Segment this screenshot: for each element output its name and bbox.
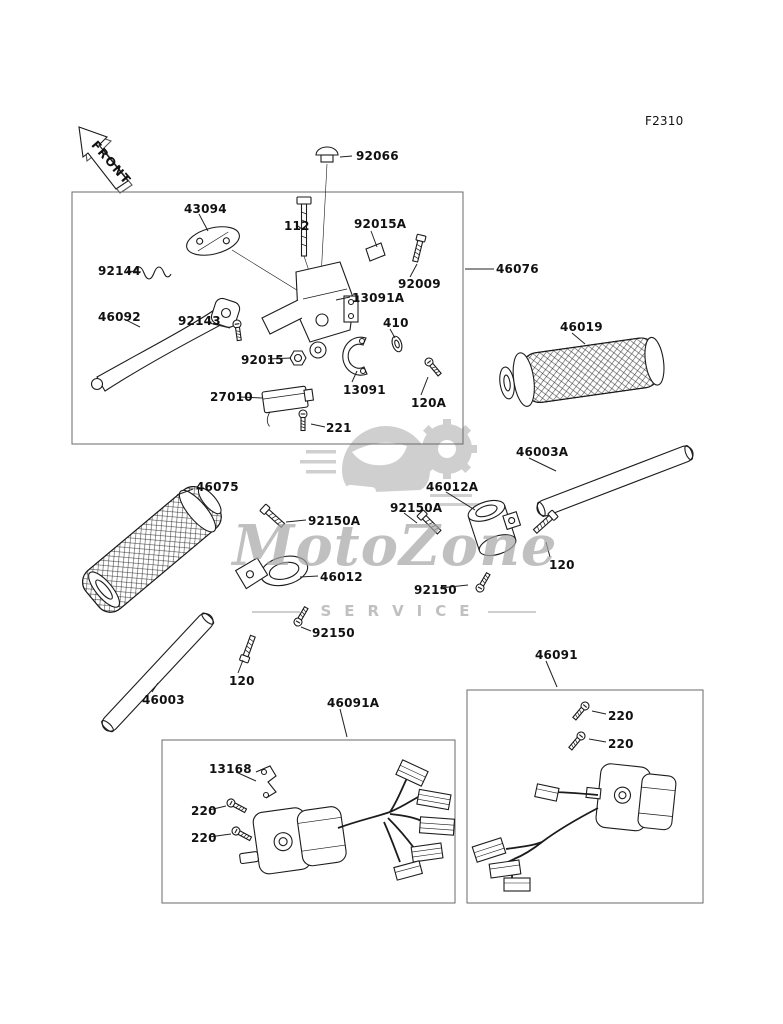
group-box-46076 <box>71 191 464 445</box>
part-label-13168: 13168 <box>209 762 252 776</box>
cap-92066-drawing <box>315 146 339 279</box>
bracket-13168-drawing <box>255 765 277 799</box>
part-label-92066: 92066 <box>356 149 399 163</box>
part-label-220-right2: 220 <box>608 737 634 751</box>
screw-221-drawing <box>298 409 308 432</box>
damper-92015a-drawing <box>365 242 386 262</box>
screw-220-left2-drawing <box>230 825 253 843</box>
watermark-brand: MotoZone <box>232 513 558 579</box>
part-label-92015: 92015 <box>241 353 284 367</box>
throttle-grip-46019-drawing <box>499 336 665 407</box>
part-label-221: 221 <box>326 421 352 435</box>
part-label-92009: 92009 <box>398 277 441 291</box>
part-label-46076: 46076 <box>496 262 539 276</box>
switch-housing-right-drawing <box>585 763 677 832</box>
washer-410-drawing <box>391 335 403 353</box>
part-label-46003a: 46003A <box>516 445 569 459</box>
connectors-left-drawing <box>393 759 456 881</box>
part-label-46075: 46075 <box>196 480 239 494</box>
part-label-46092: 46092 <box>98 310 141 324</box>
nut-92015-drawing <box>289 350 307 366</box>
handlebar-tube-46003a-drawing <box>536 445 694 517</box>
watermark-subtitle: SERVICE <box>320 602 483 620</box>
screw-120a-drawing <box>422 355 444 378</box>
part-label-120-right: 120 <box>549 558 575 572</box>
part-label-92015a: 92015A <box>354 217 407 231</box>
part-label-13091: 13091 <box>343 383 386 397</box>
left-grip-46075-drawing <box>82 486 222 613</box>
screw-220-left1-drawing <box>225 797 248 815</box>
part-label-46012a: 46012A <box>426 480 479 494</box>
part-label-92150-right: 92150 <box>414 583 457 597</box>
part-label-46012: 46012 <box>320 570 363 584</box>
figure-code: F2310 <box>645 114 684 128</box>
part-label-46003: 46003 <box>142 693 185 707</box>
clamp-46012-drawing <box>234 555 309 590</box>
watermark-rule-right <box>488 611 536 613</box>
handlebar-tube-46003-drawing <box>101 612 215 733</box>
bolt-112-drawing <box>296 196 313 281</box>
part-label-43094: 43094 <box>184 202 227 216</box>
part-label-220-left1: 220 <box>191 804 217 818</box>
leader-lines <box>123 155 607 838</box>
connectors-right-drawing <box>471 783 560 892</box>
bolt-120-left-drawing <box>238 634 258 664</box>
cover-43094-drawing <box>186 226 240 256</box>
screw-220-right1-drawing <box>570 699 592 722</box>
part-label-13091a: 13091A <box>352 291 405 305</box>
group-box-46091a <box>161 739 456 904</box>
helmet-icon <box>342 426 430 496</box>
part-label-46019: 46019 <box>560 320 603 334</box>
master-cylinder-drawing <box>261 261 359 359</box>
front-direction-arrow <box>78 126 133 194</box>
part-label-410: 410 <box>383 316 409 330</box>
part-label-120a: 120A <box>411 396 447 410</box>
pivot-bolt-92143-drawing <box>231 318 244 342</box>
spring-92144-drawing <box>133 266 172 280</box>
clamp-46012a-drawing <box>467 499 522 557</box>
switch-housing-left-drawing <box>239 806 347 875</box>
part-label-92150-left: 92150 <box>312 626 355 640</box>
watermark-rule-left <box>252 611 300 613</box>
part-label-92144: 92144 <box>98 264 141 278</box>
part-label-46091: 46091 <box>535 648 578 662</box>
part-label-112: 112 <box>284 219 310 233</box>
switch-27010-drawing <box>261 385 315 427</box>
part-label-220-right1: 220 <box>608 709 634 723</box>
part-label-92143: 92143 <box>178 314 221 328</box>
part-label-92150a-right: 92150A <box>390 501 443 515</box>
clamp-13091-drawing <box>342 336 368 376</box>
screw-92009-drawing <box>410 233 427 264</box>
brake-lever-drawing <box>90 297 241 392</box>
part-label-92150a-left: 92150A <box>308 514 361 528</box>
group-box-46091 <box>466 689 704 904</box>
part-label-120-left: 120 <box>229 674 255 688</box>
part-label-220-left2: 220 <box>191 831 217 845</box>
screw-220-right2-drawing <box>566 729 588 752</box>
part-label-46091a: 46091A <box>327 696 380 710</box>
part-label-27010: 27010 <box>210 390 253 404</box>
